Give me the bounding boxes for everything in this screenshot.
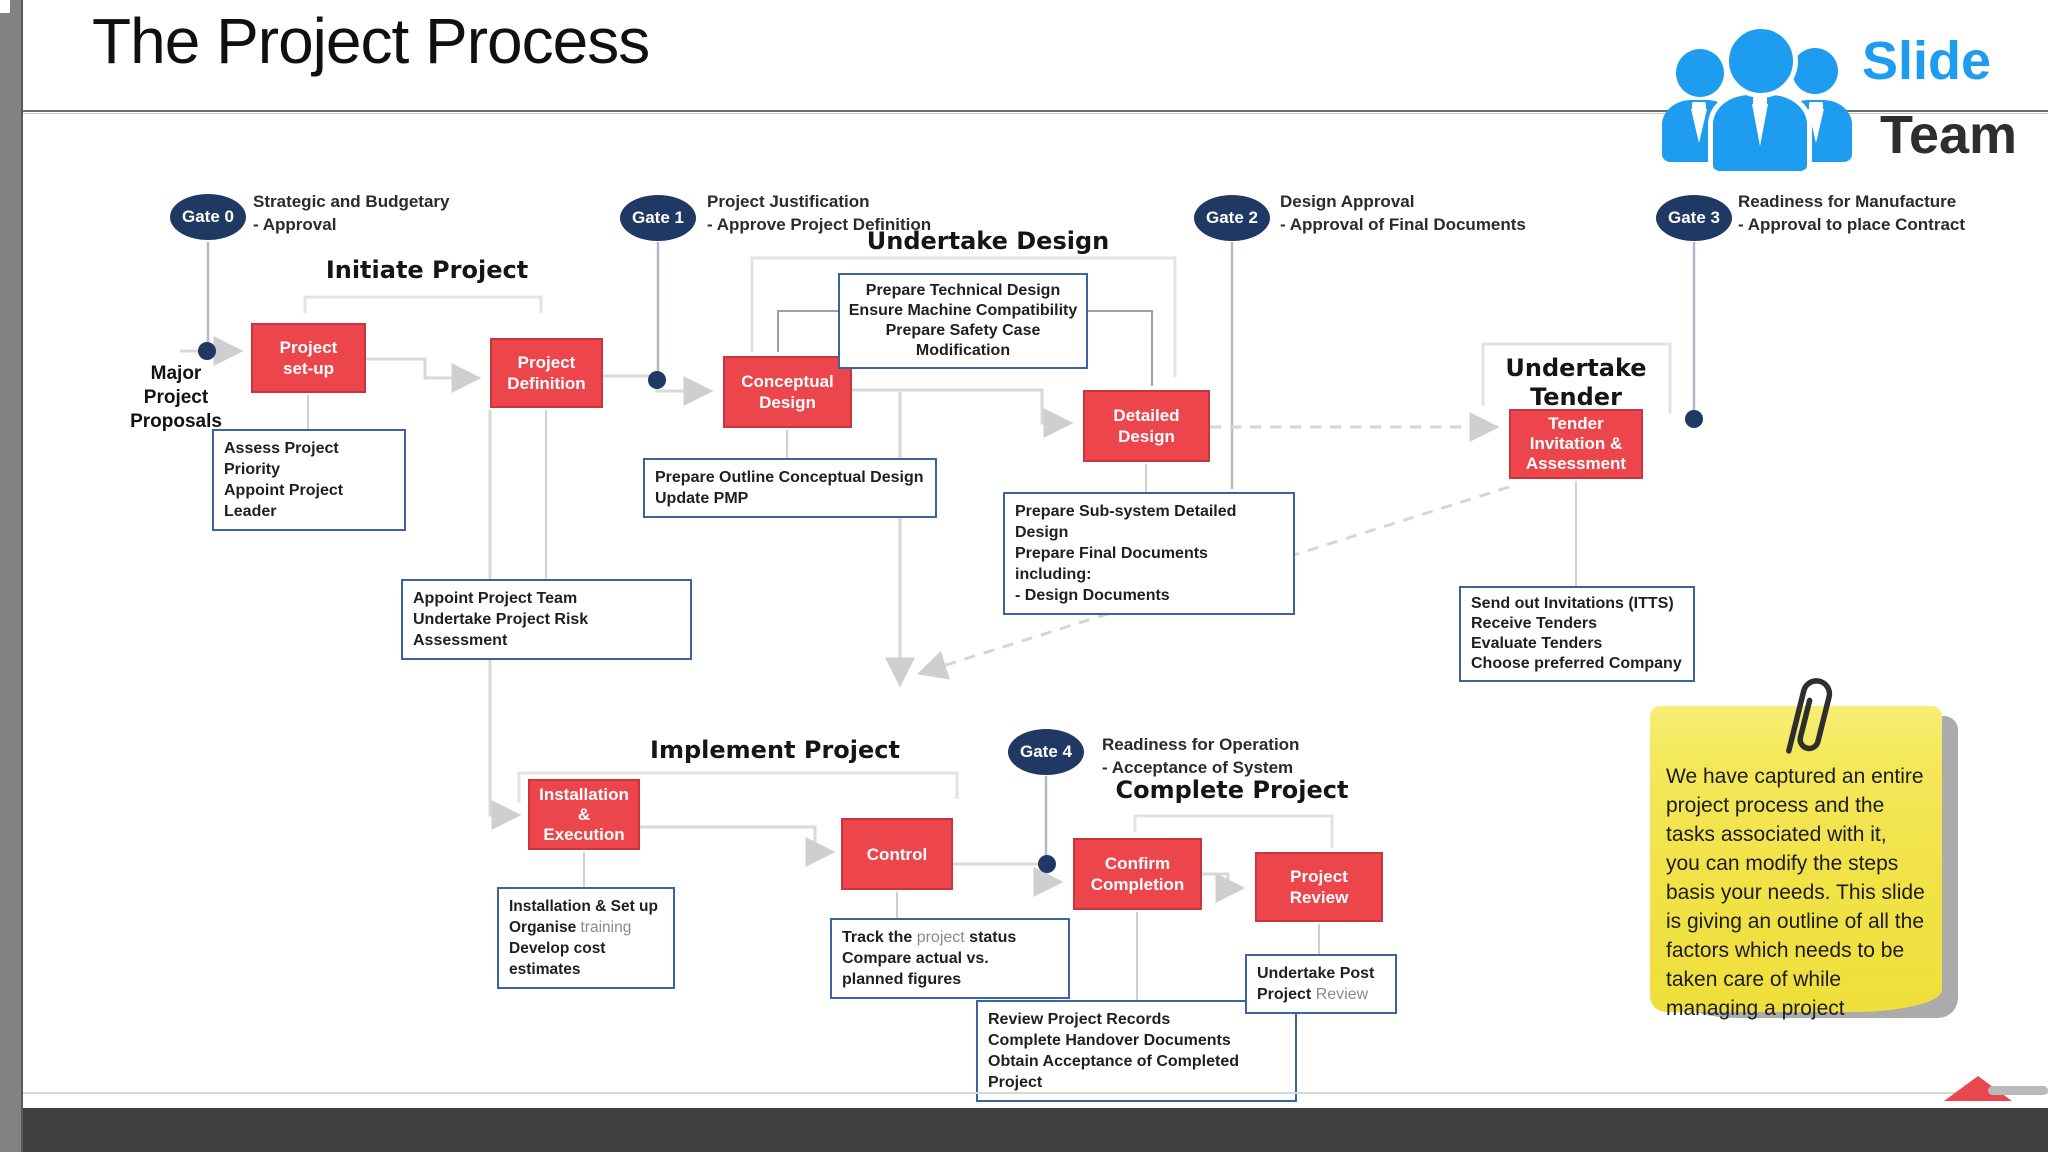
slide-bottom-edge (21, 1092, 2048, 1094)
header-implement-project: Implement Project (650, 736, 900, 764)
gate-2-note: Design Approval- Approval of Final Docum… (1280, 192, 1526, 234)
header-undertake-design: Undertake Design (866, 227, 1110, 255)
major-project-proposals-label: Major Project Proposals (130, 363, 222, 432)
gate-4-note: Readiness for Operation- Acceptance of S… (1102, 735, 1300, 777)
title-divider (23, 110, 2048, 112)
header-initiate-project: Initiate Project (325, 256, 529, 284)
note-technical-design: Prepare Technical Design Ensure Machine … (838, 273, 1088, 369)
note-outline-conceptual: Prepare Outline Conceptual Design Update… (643, 458, 937, 518)
gate-lines (206, 242, 1696, 856)
annotation-stems (307, 395, 1577, 1000)
gate-dots (198, 342, 1703, 873)
note-subsystem-design: Prepare Sub-system Detailed Design Prepa… (1003, 492, 1295, 615)
note-installation-setup: Installation & Set up Organise training … (497, 887, 675, 989)
title-divider-light (23, 113, 2048, 114)
logo-person-center-body (1708, 90, 1812, 176)
section-brackets (303, 256, 1672, 848)
page-title: The Project Process (92, 5, 650, 77)
note-review-records: Review Project Records Complete Handover… (976, 1000, 1297, 1102)
left-gutter-notch (0, 0, 10, 13)
note-assess-priority: Assess Project Priority Appoint Project … (212, 429, 406, 531)
app-left-gutter[interactable] (0, 0, 23, 1152)
logo-person-center-head (1724, 24, 1798, 98)
note-track-status: Track the project status Compare actual … (830, 918, 1070, 999)
step-control: Control (841, 818, 953, 890)
paperclip-icon (1786, 678, 1833, 754)
sticky-note: We have captured an entire project proce… (1650, 706, 1942, 1020)
app-bottom-bar (0, 1108, 2048, 1152)
gate-0: Gate 0 (170, 194, 246, 240)
logo-text-slide: Slide (1862, 31, 1992, 91)
gate-3: Gate 3 (1656, 195, 1732, 241)
logo-person-right-head (1792, 48, 1838, 94)
gate-1-note: Project Justification- Approve Project D… (707, 192, 932, 234)
step-installation-execution: Installation&Execution (528, 779, 640, 850)
gate-4: Gate 4 (1008, 729, 1084, 775)
logo-text-team: Team (1880, 105, 2018, 165)
gate-3-note: Readiness for Manufacture- Approval to p… (1738, 192, 1966, 234)
note-post-review: Undertake Post Project Review (1245, 954, 1397, 1014)
sticky-note-text: We have captured an entire project proce… (1666, 765, 1925, 1020)
technical-elbows (777, 310, 1153, 386)
gate-1: Gate 1 (620, 195, 696, 241)
scrollbar-thumb[interactable] (1988, 1086, 2048, 1095)
note-send-invitations: Send out Invitations (ITTS) Receive Tend… (1459, 586, 1695, 682)
logo-person-left-head (1676, 49, 1724, 97)
note-appoint-team: Appoint Project Team Undertake Project R… (401, 579, 692, 660)
gate-0-note: Strategic and Budgetary- Approval (253, 192, 450, 234)
header-complete-project: Complete Project (1115, 776, 1349, 804)
gate-2: Gate 2 (1194, 195, 1270, 241)
